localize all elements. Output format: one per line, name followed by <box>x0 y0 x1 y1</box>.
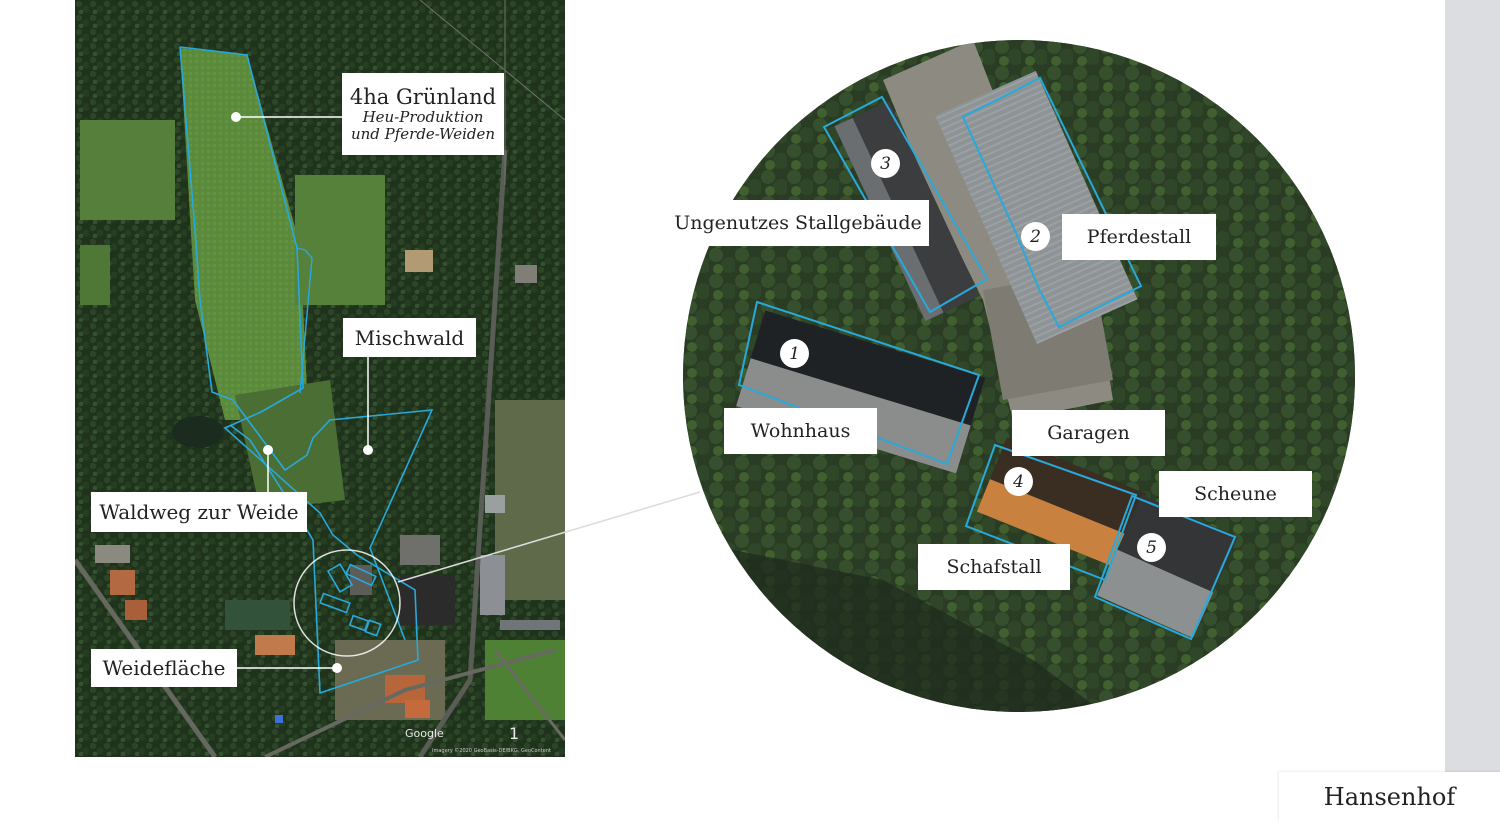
detail-circle-view[interactable] <box>683 40 1355 712</box>
map-page-number: 1 <box>509 724 520 743</box>
label-gruenland-sub1: Heu-Produktion <box>362 108 484 127</box>
building-marker-2[interactable]: 2 <box>1021 222 1050 251</box>
imagery-attribution: Imagery ©2020 GeoBasis-DE/BKG, GeoConten… <box>432 748 551 754</box>
building-marker-1[interactable]: 1 <box>780 339 809 368</box>
label-gruenland-title: 4ha Grünland <box>349 84 497 109</box>
scrollbar-track[interactable] <box>1445 0 1500 772</box>
building-marker-3[interactable]: 3 <box>871 149 900 178</box>
label-wohnhaus: Wohnhaus <box>724 408 877 454</box>
label-pferdestall: Pferdestall <box>1062 214 1216 260</box>
label-waldweg: Waldweg zur Weide <box>91 492 307 532</box>
label-mischwald: Mischwald <box>343 318 476 357</box>
detail-imagery <box>683 40 1355 712</box>
label-schafstall: Schafstall <box>918 544 1070 590</box>
label-gruenland: 4ha Grünland Heu-Produktion und Pferde-W… <box>342 73 504 155</box>
label-scheune: Scheune <box>1159 471 1312 517</box>
building-marker-4[interactable]: 4 <box>1004 467 1033 496</box>
footer-title-tab: Hansenhof <box>1279 772 1500 822</box>
label-garagen: Garagen <box>1012 410 1165 456</box>
building-marker-5[interactable]: 5 <box>1137 533 1166 562</box>
google-attribution: Google <box>405 727 444 740</box>
label-gruenland-sub2: und Pferde-Weiden <box>350 124 496 143</box>
label-ungenutzes-stallgebaeude: Ungenutzes Stallgebäude <box>667 200 929 246</box>
label-weideflaeche: Weidefläche <box>91 649 237 687</box>
